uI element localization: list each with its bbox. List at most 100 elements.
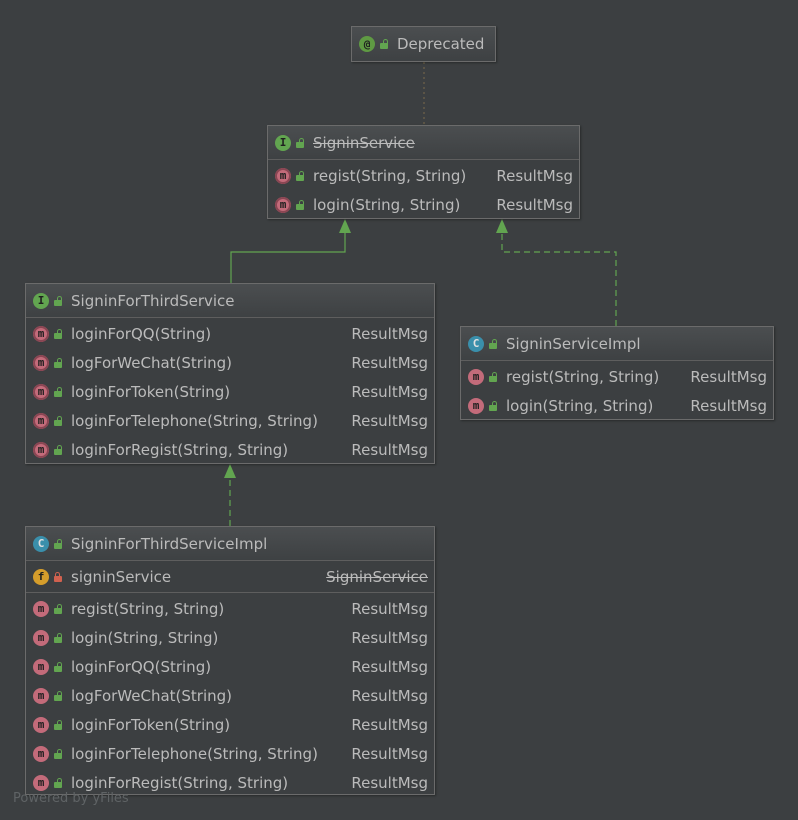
open-lock-icon	[54, 719, 63, 730]
return-type: ResultMsg	[690, 367, 767, 386]
abstract-method-icon: m	[275, 196, 291, 213]
method-row[interactable]: m login(String, String) ResultMsg	[461, 391, 773, 420]
abstract-method-icon: m	[275, 167, 291, 184]
method-name: loginForQQ(String)	[71, 324, 212, 343]
class-icon: C	[33, 535, 49, 552]
method-row[interactable]: m logForWeChat(String) ResultMsg	[26, 681, 434, 710]
annotation-header: @ Deprecated	[352, 27, 495, 61]
watermark: Powered by yFiles	[13, 791, 129, 806]
open-lock-icon	[296, 137, 305, 148]
open-lock-icon	[54, 632, 63, 643]
method-row[interactable]: m regist(String, String) ResultMsg	[461, 362, 773, 391]
return-type: ResultMsg	[351, 353, 428, 372]
return-type: ResultMsg	[496, 195, 573, 214]
open-lock-icon	[296, 170, 305, 181]
open-lock-icon	[54, 603, 63, 614]
node-header: C SigninServiceImpl	[461, 327, 773, 361]
annotation-node-deprecated[interactable]: @ Deprecated	[351, 26, 496, 62]
method-row[interactable]: m loginForRegist(String, String) ResultM…	[26, 435, 434, 464]
implements-edge-service	[501, 232, 617, 326]
open-lock-icon	[489, 338, 498, 349]
method-name: logForWeChat(String)	[71, 353, 233, 372]
class-icon: C	[468, 335, 484, 352]
return-type: ResultMsg	[351, 773, 428, 792]
method-name: loginForTelephone(String, String)	[71, 411, 318, 430]
return-type: ResultMsg	[351, 744, 428, 763]
method-name: login(String, String)	[71, 628, 219, 647]
open-lock-icon	[54, 690, 63, 701]
method-name: loginForRegist(String, String)	[71, 773, 289, 792]
extends-arrowhead	[339, 219, 351, 233]
field-icon: f	[33, 568, 49, 585]
field-type: SigninService	[326, 567, 428, 586]
abstract-method-icon: m	[33, 441, 49, 458]
field-name: signinService	[71, 567, 172, 586]
method-icon: m	[33, 629, 49, 646]
methods-section: m regist(String, String) ResultMsg m log…	[268, 160, 579, 220]
open-lock-icon	[54, 415, 63, 426]
method-icon: m	[33, 687, 49, 704]
method-row[interactable]: m login(String, String) ResultMsg	[26, 623, 434, 652]
interface-node-signin-service[interactable]: I SigninService m regist(String, String)…	[267, 125, 580, 219]
interface-icon: I	[275, 134, 291, 151]
open-lock-icon	[54, 386, 63, 397]
return-type: ResultMsg	[690, 396, 767, 415]
open-lock-icon	[54, 444, 63, 455]
method-icon: m	[33, 745, 49, 762]
method-name: regist(String, String)	[506, 367, 660, 386]
class-node-signin-for-third-service-impl[interactable]: C SigninForThirdServiceImpl f signinServ…	[25, 526, 435, 795]
method-icon: m	[33, 774, 49, 791]
return-type: ResultMsg	[351, 599, 428, 618]
extends-edge	[230, 232, 346, 283]
method-row[interactable]: m loginForToken(String) ResultMsg	[26, 377, 434, 406]
method-name: login(String, String)	[313, 195, 461, 214]
return-type: ResultMsg	[351, 686, 428, 705]
return-type: ResultMsg	[351, 628, 428, 647]
method-name: loginForQQ(String)	[71, 657, 212, 676]
method-row[interactable]: m loginForToken(String) ResultMsg	[26, 710, 434, 739]
annotation-icon: @	[359, 36, 375, 52]
return-type: ResultMsg	[351, 411, 428, 430]
method-row[interactable]: m loginForRegist(String, String) ResultM…	[26, 768, 434, 797]
method-name: loginForToken(String)	[71, 715, 231, 734]
method-row[interactable]: m regist(String, String) ResultMsg	[26, 594, 434, 623]
open-lock-icon	[54, 328, 63, 339]
interface-icon: I	[33, 292, 49, 309]
abstract-method-icon: m	[33, 325, 49, 342]
interface-node-signin-for-third-service[interactable]: I SigninForThirdService m loginForQQ(Str…	[25, 283, 435, 464]
return-type: ResultMsg	[351, 382, 428, 401]
open-lock-icon	[54, 295, 63, 306]
methods-section: m regist(String, String) ResultMsg m log…	[461, 361, 773, 421]
method-row[interactable]: m loginForTelephone(String, String) Resu…	[26, 739, 434, 768]
open-lock-icon	[380, 39, 389, 49]
return-type: ResultMsg	[351, 657, 428, 676]
method-icon: m	[468, 368, 484, 385]
method-row[interactable]: m loginForQQ(String) ResultMsg	[26, 652, 434, 681]
closed-lock-icon	[54, 571, 63, 582]
open-lock-icon	[489, 371, 498, 382]
method-row[interactable]: m loginForQQ(String) ResultMsg	[26, 319, 434, 348]
open-lock-icon	[54, 357, 63, 368]
open-lock-icon	[54, 777, 63, 788]
return-type: ResultMsg	[351, 324, 428, 343]
method-row[interactable]: m loginForTelephone(String, String) Resu…	[26, 406, 434, 435]
open-lock-icon	[54, 538, 63, 549]
method-name: loginForRegist(String, String)	[71, 440, 289, 459]
node-header: I SigninService	[268, 126, 579, 160]
return-type: ResultMsg	[496, 166, 573, 185]
methods-section: m loginForQQ(String) ResultMsg m logForW…	[26, 318, 434, 465]
method-name: loginForToken(String)	[71, 382, 231, 401]
method-row[interactable]: m logForWeChat(String) ResultMsg	[26, 348, 434, 377]
field-row[interactable]: f signinService SigninService	[26, 562, 434, 591]
method-row[interactable]: m regist(String, String) ResultMsg	[268, 161, 579, 190]
method-icon: m	[33, 600, 49, 617]
method-row[interactable]: m login(String, String) ResultMsg	[268, 190, 579, 219]
open-lock-icon	[54, 748, 63, 759]
node-title: SigninForThirdServiceImpl	[71, 534, 268, 553]
node-header: I SigninForThirdService	[26, 284, 434, 318]
implements-arrowhead-service	[496, 219, 508, 233]
node-header: C SigninForThirdServiceImpl	[26, 527, 434, 561]
class-node-signin-service-impl[interactable]: C SigninServiceImpl m regist(String, Str…	[460, 326, 774, 420]
open-lock-icon	[54, 661, 63, 672]
